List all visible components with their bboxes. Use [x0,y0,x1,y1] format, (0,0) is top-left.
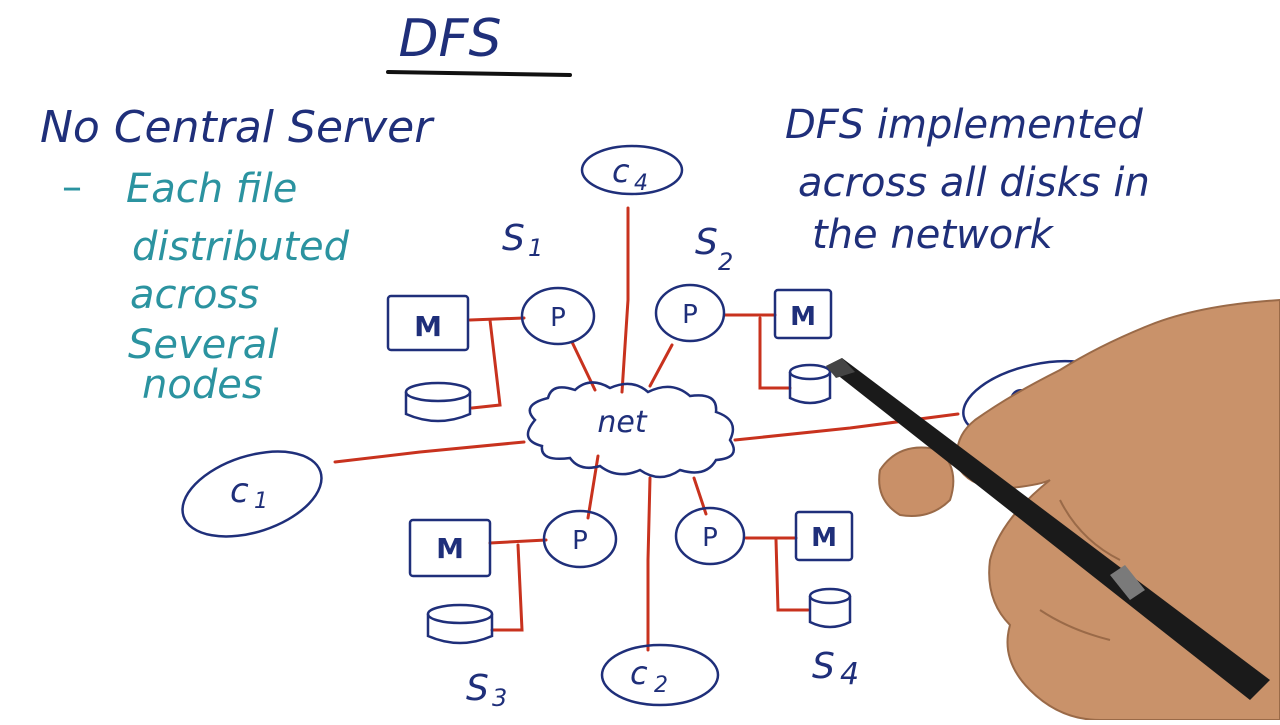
wire-s1-disk [470,318,502,410]
client-label-c2: c [630,654,648,692]
wire-c4 [620,206,630,394]
wire-p3-net [586,454,600,520]
network-cloud [526,381,735,479]
server-label-s1: S [502,218,525,259]
processor-circle-s1 [520,286,596,346]
page-title: DFS [399,9,502,69]
processor-label-s1: P [550,303,566,333]
memory-box-s4 [794,510,854,562]
processor-circle-s3 [542,509,618,569]
disk-s1 [404,381,472,423]
client-label-c1: c [230,471,249,511]
client-label-c2-subscript: 2 [654,673,668,698]
left-note-line-4: Several [128,322,278,368]
left-note-line-1: Each file [126,166,297,212]
server-labels: S 1 S 2 S 3 S 4 [466,218,859,712]
right-note-line-2: across all disks in [798,160,1150,206]
wire-p2-net [648,343,674,388]
wire-s4-disk [774,538,810,612]
hand-with-pen [826,298,1280,721]
server-label-s4-subscript: 4 [840,657,859,692]
disks [404,363,852,645]
memory-label-s2: M [790,302,816,332]
memory-box-s3 [408,518,492,578]
server-label-s2: S [695,222,718,263]
title-underline [386,70,572,77]
processor-label-s4: P [702,523,718,553]
client-label-c4-subscript: 4 [634,171,648,196]
wire-c1 [333,440,526,464]
right-note-line-1: DFS implemented [785,102,1143,148]
wire-c2 [646,476,652,652]
pen [826,358,1270,700]
wire-s2-disk [758,316,792,390]
server-label-s3: S [466,668,489,709]
disk-s4 [808,587,852,629]
network-label: net [597,405,647,440]
client-c4-ellipse [580,144,684,196]
fingertip [878,446,955,517]
memory-labels: M M M M [414,302,837,565]
client-label-c1-subscript: 1 [254,489,268,514]
left-note-bullet-marker: – [62,164,82,210]
processor-labels: P P P P [550,300,718,556]
processor-circles [520,283,746,569]
wire-s3-m-p [488,538,548,545]
processor-circle-s4 [674,506,746,566]
disk-s3 [426,603,494,645]
memory-boxes [386,288,854,578]
memory-label-s1: M [414,310,442,343]
server-label-s1-subscript: 1 [528,234,543,262]
left-note-line-2: distributed [132,224,350,270]
memory-box-s1 [386,294,470,352]
left-note-line-5: nodes [142,362,263,408]
left-note-line-3: across [130,272,259,318]
client-label-c4: c [612,152,630,190]
server-label-s3-subscript: 3 [492,684,507,712]
left-note-heading: No Central Server [40,102,435,153]
network-wires [333,206,960,652]
pen-band [1110,565,1145,600]
memory-label-s4: M [811,523,837,553]
right-note-line-3: the network [812,212,1055,258]
memory-box-s2 [773,288,833,340]
client-c1-ellipse [181,450,323,538]
server-label-s4: S [812,646,835,687]
memory-label-s3: M [436,532,464,565]
processor-circle-s2 [654,283,726,343]
processor-label-s2: P [682,300,698,330]
server-label-s2-subscript: 2 [718,248,733,276]
wire-s1-m-p [468,316,526,322]
processor-label-s3: P [572,526,588,556]
wire-s3-disk [490,543,524,632]
disk-s2 [788,363,832,405]
client-c2-ellipse [600,643,720,707]
